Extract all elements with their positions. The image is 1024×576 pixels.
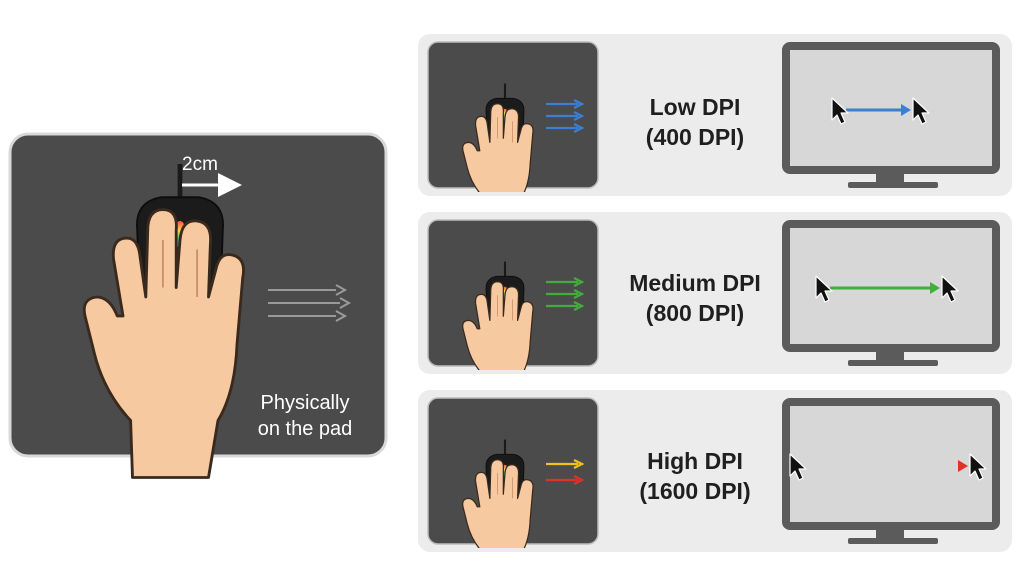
monitor-stand	[876, 352, 904, 362]
motion-arrow-head	[573, 277, 585, 287]
dpi-row-high	[418, 390, 1012, 552]
monitor-base	[848, 538, 938, 544]
cursor-travel-head	[958, 460, 968, 472]
row-high-title: High DPI	[647, 448, 743, 474]
row-low-title: Low DPI	[649, 94, 741, 120]
row-high-label: High DPI (1600 DPI)	[600, 446, 790, 506]
row-medium-label: Medium DPI (800 DPI)	[600, 268, 790, 328]
row-low-label: Low DPI (400 DPI)	[600, 92, 790, 152]
motion-arrow-head	[573, 301, 585, 311]
pad-caption-line2: on the pad	[257, 418, 353, 440]
motion-arrow-head	[573, 459, 585, 469]
monitor-icon	[782, 42, 1000, 174]
row-low-subtitle: (400 DPI)	[645, 124, 745, 150]
monitor-stand	[876, 174, 904, 184]
dpi-row-low	[418, 34, 1012, 196]
pad-caption-line1: Physically	[260, 392, 350, 414]
dpi-row-medium	[418, 212, 1012, 374]
row-high-subtitle: (1600 DPI)	[639, 478, 751, 504]
monitor-icon	[782, 398, 1000, 530]
motion-arrow-head	[573, 475, 585, 485]
motion-arrow-head	[573, 111, 585, 121]
monitor-base	[848, 360, 938, 366]
monitor-stand	[876, 530, 904, 540]
pad-caption: Physically on the pad	[240, 390, 370, 442]
cursor-travel-head	[901, 104, 911, 116]
distance-label: 2cm	[182, 154, 218, 175]
motion-lines-main	[268, 284, 352, 322]
monitor-icon	[782, 220, 1000, 352]
row-medium-title: Medium DPI	[629, 270, 761, 296]
row-medium-subtitle: (800 DPI)	[645, 300, 745, 326]
motion-arrow-head	[573, 99, 585, 109]
motion-arrow-head	[573, 289, 585, 299]
monitor-base	[848, 182, 938, 188]
cursor-travel-head	[930, 282, 940, 294]
motion-arrow-head	[573, 123, 585, 133]
